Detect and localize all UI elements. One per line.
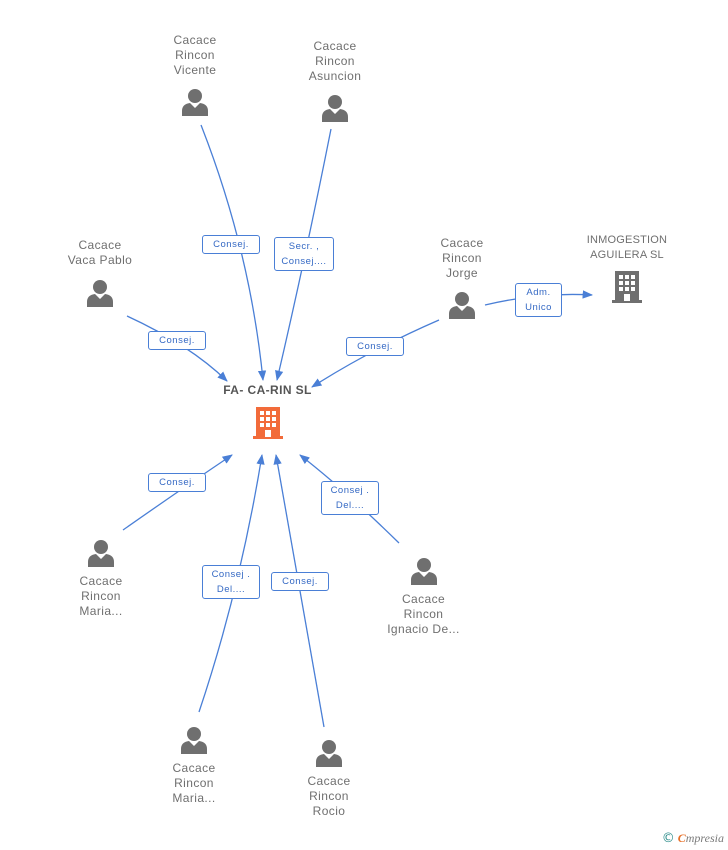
person-label: Cacace Rincon Jorge bbox=[440, 236, 484, 280]
person-icon bbox=[88, 540, 114, 567]
brand-initial: C bbox=[677, 831, 686, 845]
person-icon bbox=[182, 89, 208, 116]
edges bbox=[122, 124, 594, 728]
edge-rocio bbox=[273, 453, 325, 728]
person-icon bbox=[181, 727, 207, 754]
role-label-maria-2[interactable]: Consej . Del.... bbox=[202, 565, 260, 599]
person-node-jorge[interactable]: Cacace Rincon Jorge bbox=[412, 236, 512, 324]
person-node-vicente[interactable]: Cacace Rincon Vicente bbox=[145, 33, 245, 121]
person-node-maria-2[interactable]: Cacace Rincon Maria... bbox=[144, 725, 244, 809]
building-icon bbox=[252, 407, 283, 439]
edge-maria1 bbox=[122, 454, 233, 531]
role-label-pablo[interactable]: Consej. bbox=[148, 331, 206, 350]
role-label-ignacio[interactable]: Consej . Del.... bbox=[321, 481, 379, 515]
person-label: Cacace Rincon Maria... bbox=[79, 574, 123, 618]
person-icon bbox=[449, 292, 475, 319]
person-label: Cacace Rincon Vicente bbox=[173, 33, 217, 77]
building-icon bbox=[612, 271, 642, 303]
company-node-inmogestion[interactable]: INMOGESTION AGUILERA SL bbox=[572, 233, 682, 308]
person-label: Cacace Vaca Pablo bbox=[67, 238, 133, 267]
role-label-maria-1[interactable]: Consej. bbox=[148, 473, 206, 492]
person-node-maria-1[interactable]: Cacace Rincon Maria... bbox=[51, 538, 151, 622]
role-label-vicente[interactable]: Consej. bbox=[202, 235, 260, 254]
person-icon bbox=[322, 95, 348, 122]
person-icon bbox=[87, 280, 113, 307]
person-icon bbox=[410, 558, 437, 585]
center-company-label: FA- CA-RIN SL bbox=[223, 383, 312, 397]
role-label-jorge[interactable]: Consej. bbox=[346, 337, 404, 356]
person-label: Cacace Rincon Maria... bbox=[172, 761, 216, 805]
person-node-asuncion[interactable]: Cacace Rincon Asuncion bbox=[285, 39, 385, 127]
footer-brand: © Cmpresia bbox=[662, 831, 724, 846]
person-label: Cacace Rincon Rocio bbox=[307, 774, 351, 818]
person-label: Cacace Rincon Asuncion bbox=[308, 39, 362, 83]
role-label-asuncion[interactable]: Secr. , Consej.... bbox=[274, 237, 334, 271]
person-icon bbox=[316, 740, 342, 767]
brand-name: mpresia bbox=[685, 831, 724, 845]
person-node-rocio[interactable]: Cacace Rincon Rocio bbox=[279, 738, 379, 822]
copyright-icon: © bbox=[661, 831, 675, 846]
role-label-jorge-inmogestion[interactable]: Adm. Unico bbox=[515, 283, 562, 317]
company-label: INMOGESTION AGUILERA SL bbox=[586, 234, 668, 261]
person-node-pablo[interactable]: Cacace Vaca Pablo bbox=[50, 238, 150, 312]
person-node-ignacio[interactable]: Cacace Rincon Ignacio De... bbox=[366, 556, 481, 640]
center-company-node[interactable]: FA- CA-RIN SL bbox=[205, 381, 330, 441]
person-label: Cacace Rincon Ignacio De... bbox=[387, 592, 460, 636]
role-label-rocio[interactable]: Consej. bbox=[271, 572, 329, 591]
